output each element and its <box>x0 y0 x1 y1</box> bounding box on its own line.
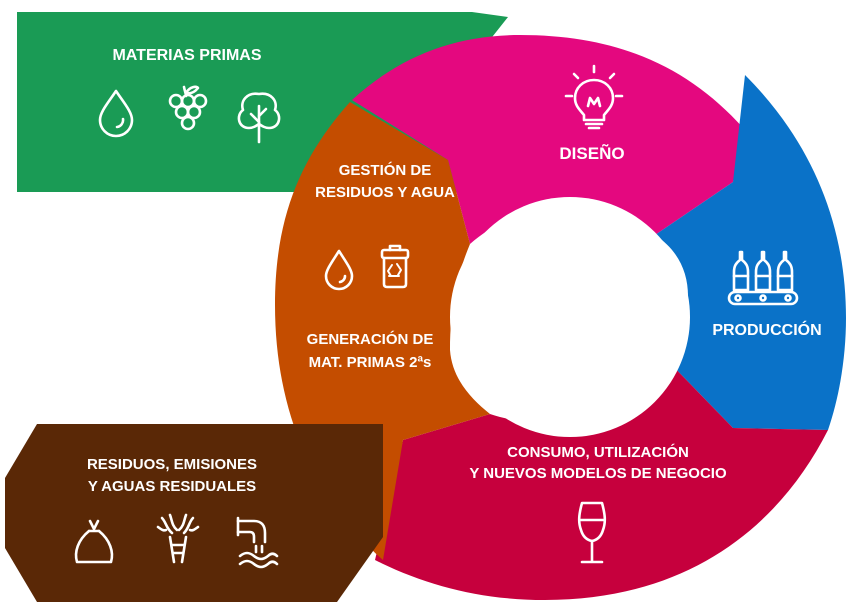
gestion-label-line2: RESIDUOS Y AGUA <box>315 184 455 201</box>
residuos-label-line2: Y AGUAS RESIDUALES <box>88 478 256 495</box>
diseno-label: DISEÑO <box>559 143 624 163</box>
wastewater-pipe-icon <box>236 516 279 569</box>
consumo-segment <box>375 360 828 600</box>
tree-icon <box>237 92 281 144</box>
lightbulb-icon <box>564 64 624 130</box>
water-drop-icon <box>324 249 354 291</box>
residuos-banner: RESIDUOS, EMISIONES Y AGUAS RESIDUALES <box>5 424 383 602</box>
gestion-label-line4: MAT. PRIMAS 2ªs <box>309 354 432 371</box>
trash-bag-icon <box>74 519 114 564</box>
water-drop-icon <box>98 89 134 138</box>
materias-primas-title: MATERIAS PRIMAS <box>112 47 261 64</box>
produccion-segment <box>655 75 846 430</box>
grapes-icon <box>168 85 208 131</box>
consumo-label-line1: CONSUMO, UTILIZACIÓN <box>507 443 689 461</box>
residuos-label-line1: RESIDUOS, EMISIONES <box>87 456 257 473</box>
diseno-segment <box>352 35 745 244</box>
chimney-emissions-icon <box>156 513 200 564</box>
gestion-label-line3: GENERACIÓN DE <box>307 330 434 348</box>
bottles-conveyor-icon <box>727 250 799 306</box>
consumo-label-line2: Y NUEVOS MODELOS DE NEGOCIO <box>469 465 727 482</box>
produccion-label: PRODUCCIÓN <box>712 320 821 339</box>
wine-glass-icon <box>577 501 607 564</box>
residuos-shape <box>5 424 383 602</box>
center-hole <box>450 197 690 437</box>
gestion-label-line1: GESTIÓN DE <box>339 161 432 179</box>
recycle-bin-icon <box>380 244 410 289</box>
